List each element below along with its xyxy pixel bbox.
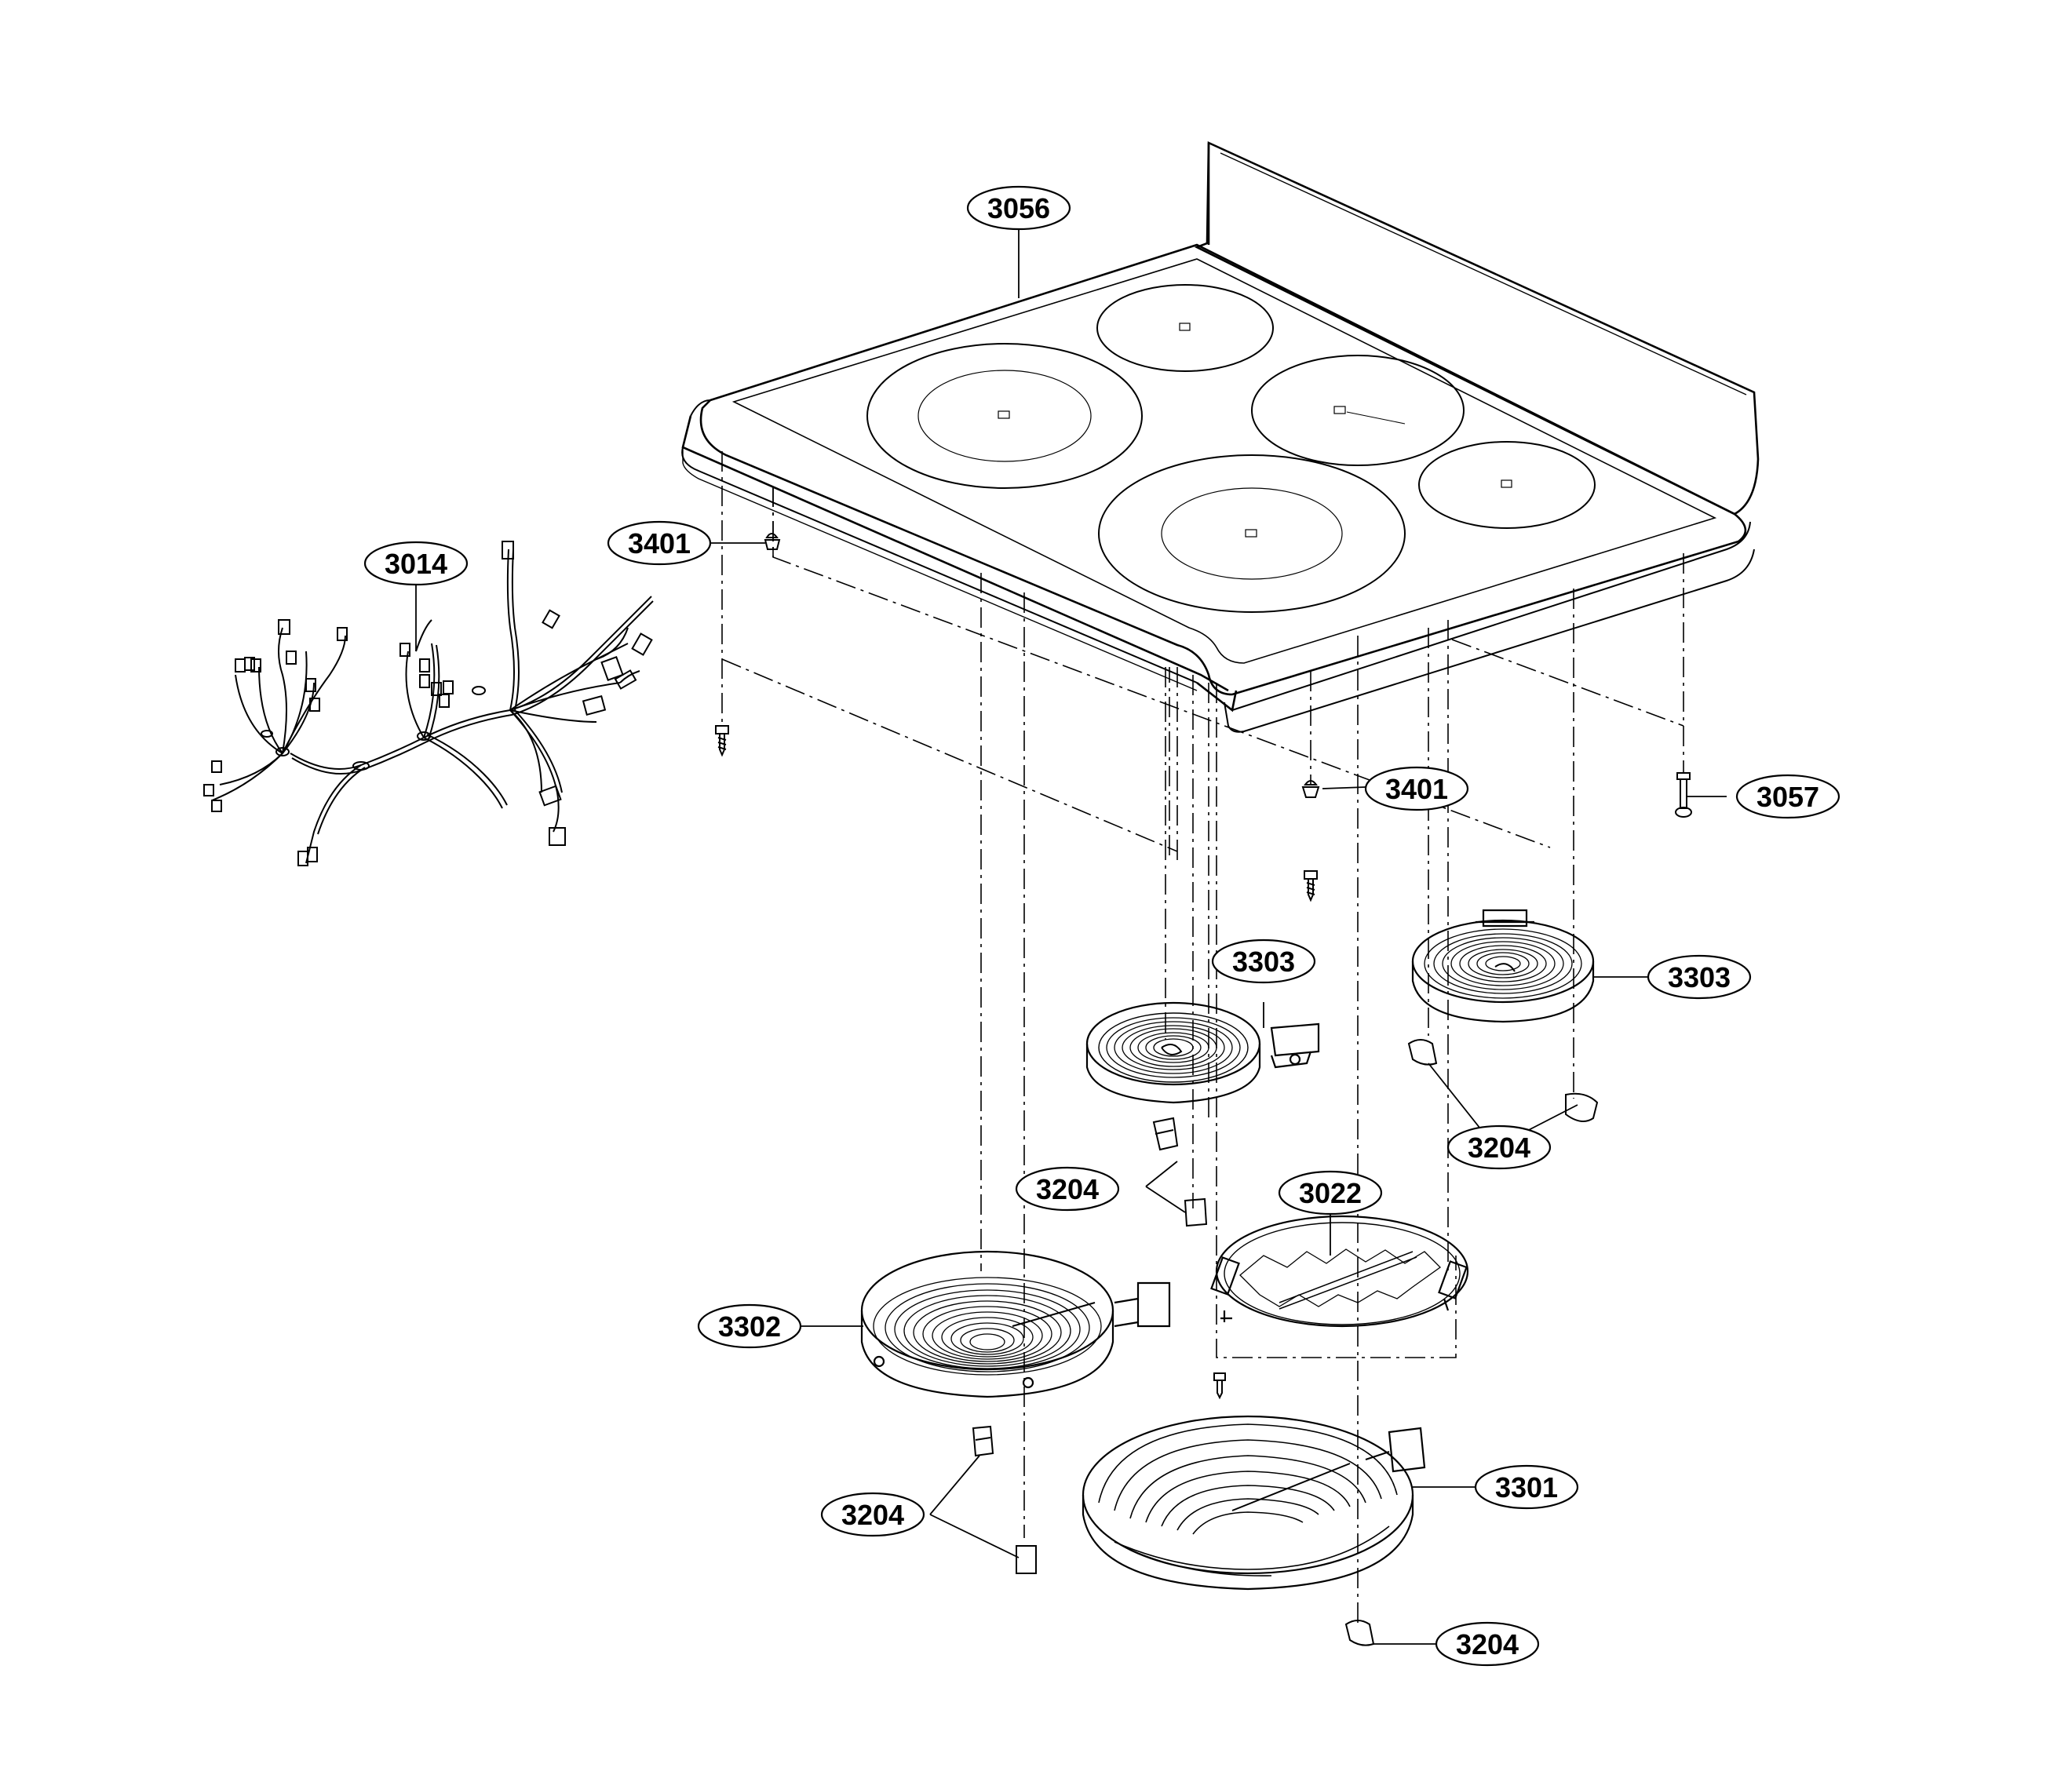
callout-3303-left-label: 3303 [1232, 946, 1295, 978]
bumper-3401-right [1301, 780, 1320, 798]
radiant-element-3303-right [1411, 909, 1595, 1023]
callout-3204-upper-right-label: 3204 [1468, 1132, 1530, 1164]
callout-3022: 3022 [1278, 1170, 1383, 1216]
callout-3056-label: 3056 [987, 192, 1050, 224]
callout-3057: 3057 [1735, 774, 1840, 819]
cooktop-glass-assembly [681, 140, 1760, 733]
callout-3301: 3301 [1474, 1464, 1579, 1510]
callout-3022-label: 3022 [1299, 1177, 1362, 1209]
clip-b [1184, 1197, 1208, 1227]
clip-f [1016, 1545, 1037, 1574]
wire-harness [203, 541, 654, 866]
callout-3204-upper-left-label: 3204 [1036, 1173, 1099, 1205]
clip-e [972, 1425, 994, 1457]
clip-g [1344, 1620, 1375, 1646]
clip-a [1152, 1117, 1179, 1151]
radiant-element-3302 [860, 1250, 1171, 1398]
clip-c [1407, 1039, 1438, 1066]
screw-3022 [1213, 1372, 1226, 1400]
screw-3057 [1675, 772, 1692, 818]
callout-3056: 3056 [966, 185, 1071, 231]
callout-3401-left: 3401 [607, 520, 712, 566]
callout-3302-label: 3302 [718, 1310, 781, 1343]
bumper-3401-left [764, 533, 781, 550]
screw-left [715, 725, 729, 757]
radiant-element-3301 [1082, 1415, 1426, 1591]
callout-3303-right-label: 3303 [1668, 961, 1731, 993]
callout-3204-lower-left: 3204 [820, 1492, 925, 1537]
warming-element-3022 [1210, 1215, 1469, 1328]
callout-3301-label: 3301 [1495, 1471, 1558, 1504]
callout-3303-left: 3303 [1211, 939, 1316, 984]
cooktop-burner-rings [866, 284, 1596, 613]
assembly-guide-lines [721, 451, 1684, 1624]
callout-3014: 3014 [363, 541, 469, 586]
clips-3204 [972, 1039, 1599, 1646]
screw-mid [1304, 870, 1318, 902]
leader-lines [415, 229, 1727, 1645]
fasteners [715, 533, 1692, 1400]
callout-3204-upper-right: 3204 [1446, 1124, 1552, 1170]
callout-3204-bottom-label: 3204 [1456, 1628, 1519, 1660]
callout-3014-label: 3014 [385, 548, 447, 580]
callout-3302: 3302 [697, 1303, 802, 1349]
callout-3204-bottom: 3204 [1435, 1621, 1540, 1667]
callout-3204-lower-left-label: 3204 [841, 1499, 904, 1531]
callout-3401-left-label: 3401 [628, 527, 691, 559]
callout-3303-right: 3303 [1647, 954, 1752, 1000]
callout-3401-right: 3401 [1364, 766, 1469, 811]
clip-d [1565, 1092, 1599, 1122]
callout-3204-upper-left: 3204 [1015, 1166, 1120, 1212]
callout-3057-label: 3057 [1756, 781, 1819, 813]
radiant-element-3303-left [1085, 1001, 1320, 1104]
callout-3401-right-label: 3401 [1385, 773, 1448, 805]
